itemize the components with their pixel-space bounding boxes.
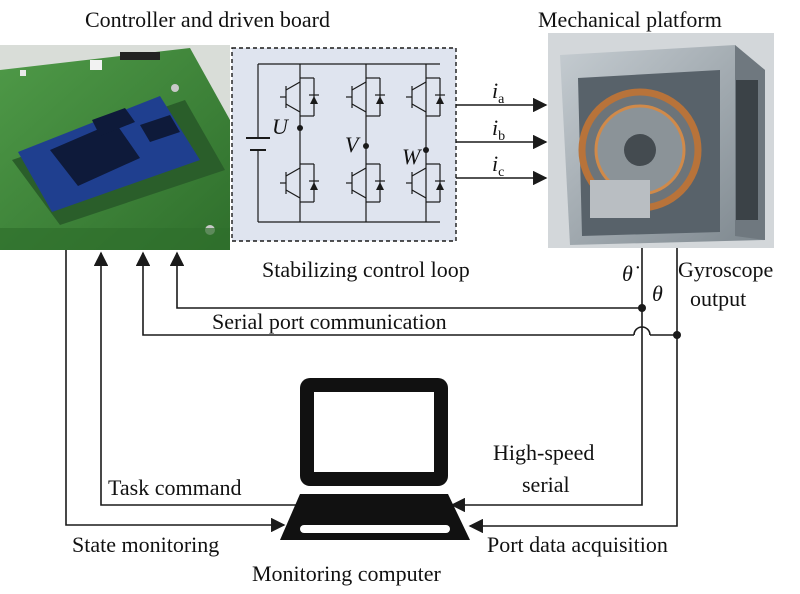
phase-u-label: U: [272, 114, 290, 139]
inverter-leg-u: [280, 64, 319, 222]
serial-port-wire: [135, 251, 634, 336]
mechanical-platform-title: Mechanical platform: [538, 7, 722, 32]
stabilizing-loop-label: Stabilizing control loop: [262, 257, 470, 282]
high-speed-label-line2: serial: [522, 472, 570, 497]
phase-w-label: W: [402, 144, 422, 169]
task-command-wire: [93, 251, 300, 506]
theta-dot-label: θ̇: [622, 261, 640, 286]
wiring: [65, 248, 681, 534]
current-a-label: ia: [492, 78, 505, 107]
phase-current-arrows: ia ib ic: [456, 78, 548, 186]
inverter-leg-w: [406, 64, 445, 222]
theta-label: θ: [652, 281, 663, 306]
laptop-icon: [280, 378, 470, 540]
controller-board-photo: [0, 45, 230, 250]
high-speed-label-line1: High-speed: [493, 440, 594, 465]
gyroscope-label-line1: Gyroscope: [678, 257, 773, 282]
mechanical-platform-photo: [548, 33, 774, 248]
monitoring-computer-label: Monitoring computer: [252, 561, 441, 586]
theta-dot-feedback-wire: [169, 248, 643, 309]
state-monitoring-label: State monitoring: [72, 532, 219, 557]
high-speed-serial-wire: [450, 308, 643, 513]
controller-board-title: Controller and driven board: [85, 7, 330, 32]
state-monitoring-wire: [65, 250, 286, 533]
inverter-schematic: U V W: [231, 47, 457, 242]
inverter-box: [231, 47, 457, 242]
inverter-leg-v: [346, 64, 385, 222]
gyroscope-label-line2: output: [690, 286, 746, 311]
serial-port-label: Serial port communication: [212, 309, 447, 334]
port-data-wire: [468, 335, 678, 534]
task-command-label: Task command: [108, 475, 241, 500]
phase-v-label: V: [345, 132, 361, 157]
current-c-label: ic: [492, 151, 504, 180]
port-data-label: Port data acquisition: [487, 532, 668, 557]
current-b-label: ib: [492, 115, 505, 144]
